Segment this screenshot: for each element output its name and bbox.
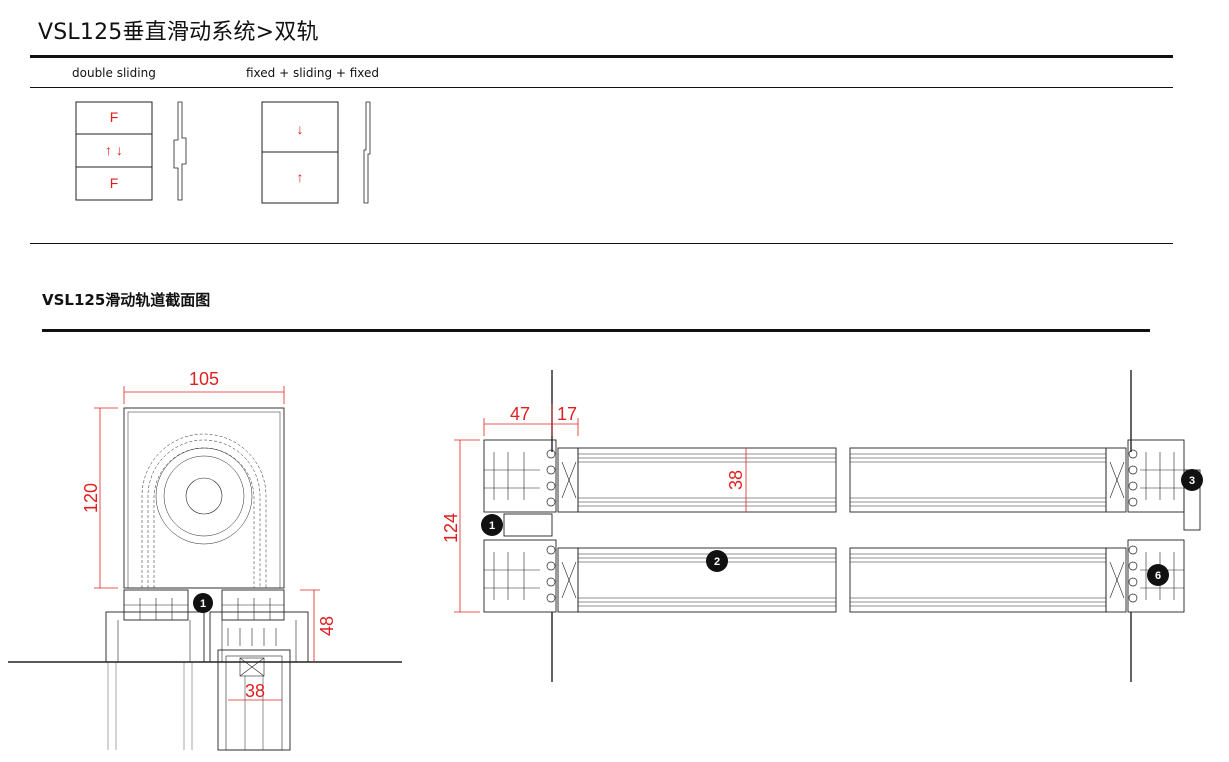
- section-divider: [30, 243, 1173, 244]
- right-badge-1: 1: [481, 514, 503, 536]
- dim-124: 124: [441, 513, 461, 543]
- right-badge-1-label: 1: [489, 520, 495, 532]
- type-label-double-sliding: double sliding: [72, 66, 156, 80]
- right-badge-3-label: 3: [1189, 475, 1195, 487]
- right-badge-2: 2: [706, 550, 728, 572]
- panel-label-fixed-bottom: F: [110, 175, 119, 191]
- header-divider: [30, 87, 1173, 88]
- dim-17: 17: [557, 404, 577, 424]
- dim-38: 38: [726, 470, 746, 490]
- left-badge-1: 1: [193, 593, 213, 613]
- right-dimension-lines: [454, 404, 747, 613]
- right-badge-3: 3: [1181, 469, 1203, 491]
- fixed-sliding-fixed-diagram: [261, 101, 371, 204]
- type-label-fixed-sliding-fixed: fixed + sliding + fixed: [246, 66, 380, 80]
- dim-inner-38: 38: [245, 681, 265, 701]
- panel-label-sliding-arrows: ↑ ↓: [105, 142, 123, 158]
- section-title: VSL125滑动轨道截面图: [42, 291, 211, 309]
- dim-height-120: 120: [81, 483, 101, 513]
- right-badge-6-label: 6: [1155, 570, 1161, 582]
- dim-width-105: 105: [189, 369, 219, 389]
- dim-bottom-48: 48: [317, 616, 337, 636]
- double-sliding-diagram: [75, 101, 187, 201]
- left-section-drawing: [8, 407, 402, 751]
- panel-arrow-down: ↓: [297, 121, 304, 137]
- page-title: VSL125垂直滑动系统>双轨: [38, 20, 319, 45]
- right-badge-2-label: 2: [714, 556, 720, 568]
- dim-47: 47: [510, 404, 530, 424]
- right-section-drawing: [483, 370, 1201, 682]
- section-rule: [42, 329, 1150, 332]
- panel-arrow-up: ↑: [297, 169, 304, 185]
- left-badge-1-label: 1: [200, 598, 206, 610]
- right-badge-6: 6: [1147, 564, 1169, 586]
- left-dimension-lines: [94, 386, 320, 701]
- panel-label-fixed-top: F: [110, 109, 119, 125]
- title-rule: [30, 55, 1173, 58]
